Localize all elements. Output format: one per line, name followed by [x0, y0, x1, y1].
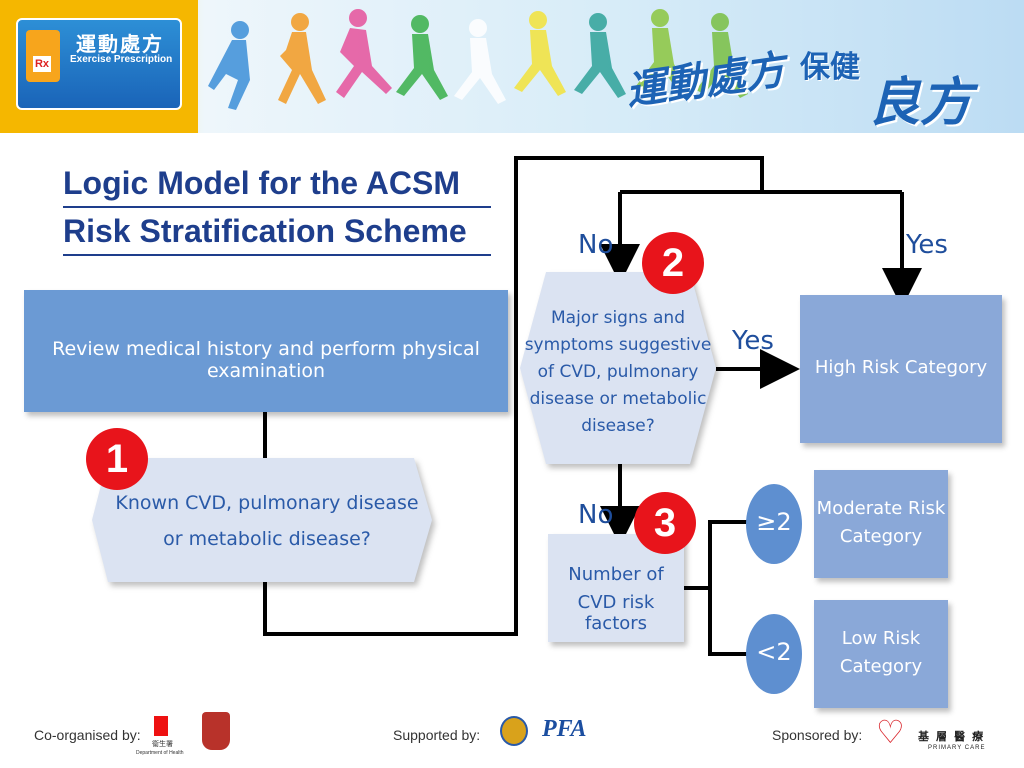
major-signs-line-2: symptoms suggestive — [524, 335, 712, 355]
slogan-part-3: 良方 — [868, 74, 973, 132]
known-cvd-line-1: Known CVD, pulmonary disease — [115, 492, 419, 514]
logo-area: Rx 運動處方 Exercise Prescription — [0, 0, 198, 133]
risk-factors-line-2: CVD risk factors — [577, 592, 655, 634]
major-signs-line-3: of CVD, pulmonary — [537, 362, 699, 382]
crest-icon — [202, 712, 230, 750]
label-no-top: No — [578, 230, 614, 260]
ge2-label: ≥2 — [756, 508, 792, 536]
low-risk-box: Low Risk Category — [814, 600, 948, 708]
exercise-prescription-logo: Rx 運動處方 Exercise Prescription — [16, 18, 182, 110]
high-risk-box: High Risk Category — [800, 295, 1002, 443]
doh-logo — [154, 716, 168, 736]
doh-cn: 衞生署 — [152, 741, 173, 748]
ge2-circle — [746, 484, 802, 564]
moderate-line-2: Category — [839, 526, 923, 547]
review-box: Review medical history and perform physi… — [24, 290, 508, 412]
pfa-logo: PFA — [542, 716, 587, 742]
risk-factors-line-1: Number of — [568, 564, 664, 585]
major-signs-hexagon — [520, 272, 716, 464]
step-badge-2: 2 — [642, 232, 704, 294]
runners-illustration — [208, 9, 748, 110]
major-signs-line-1: Major signs and — [551, 308, 685, 328]
footer-supported: Supported by: — [393, 727, 481, 743]
major-signs-line-5: disease? — [581, 416, 655, 436]
footer-coorganised: Co-organised by: — [34, 727, 141, 743]
low-line-1: Low Risk — [841, 628, 921, 649]
footer-sponsored: Sponsored by: — [772, 727, 863, 743]
slogan-part-2: 保健 — [800, 51, 860, 84]
lt2-label: <2 — [756, 638, 792, 666]
primary-care-cn: 基 層 醫 療 — [918, 731, 986, 743]
known-cvd-hexagon — [92, 458, 432, 582]
moderate-risk-box: Moderate Risk Category — [814, 470, 948, 578]
primary-care-en: PRIMARY CARE — [928, 745, 986, 751]
low-line-2: Category — [839, 656, 923, 677]
step-badge-1: 1 — [86, 428, 148, 490]
major-signs-line-4: disease or metabolic — [529, 389, 707, 409]
moderate-line-1: Moderate Risk — [816, 498, 946, 519]
logo-title-cn: 運動處方 — [76, 34, 164, 56]
review-text: Review medical history and perform physi… — [52, 338, 480, 382]
slide-title: Logic Model for the ACSM Risk Stratifica… — [63, 160, 493, 256]
logo-title-en: Exercise Prescription — [70, 54, 173, 65]
lt2-circle — [746, 614, 802, 694]
support-seal-icon — [500, 716, 528, 746]
rx-label: Rx — [33, 56, 51, 72]
doh-en: Department of Health — [136, 750, 184, 756]
known-cvd-line-2: or metabolic disease? — [163, 528, 371, 550]
title-line-2: Risk Stratification Scheme — [63, 208, 491, 256]
step-badge-3: 3 — [634, 492, 696, 554]
primary-care-heart-icon: ♡ — [876, 714, 905, 750]
label-yes-top: Yes — [906, 230, 948, 260]
label-no-mid: No — [578, 500, 614, 530]
header-banner: Rx 運動處方 Exercise Prescription 運動處方 保健 良方 — [0, 0, 1024, 133]
label-yes-mid: Yes — [732, 326, 774, 356]
high-risk-text: High Risk Category — [814, 357, 988, 378]
title-line-1: Logic Model for the ACSM — [63, 160, 491, 208]
